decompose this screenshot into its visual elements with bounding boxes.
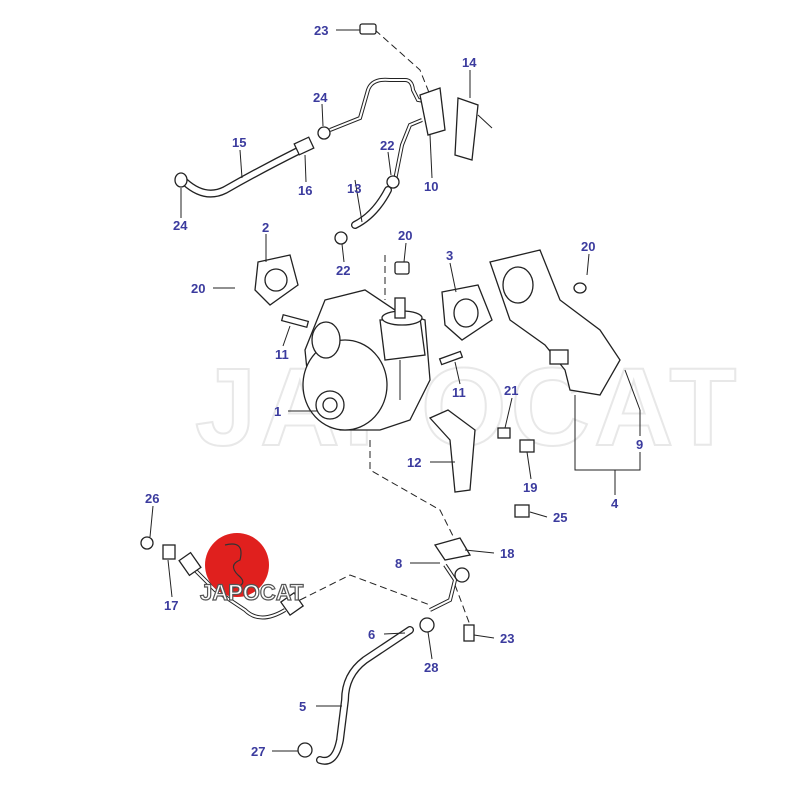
callout-10: 10 — [424, 179, 438, 194]
callout-20: 20 — [398, 228, 412, 243]
callout-19: 19 — [523, 480, 537, 495]
callout-9: 9 — [636, 437, 643, 452]
callout-28: 28 — [424, 660, 438, 675]
callout-17: 17 — [164, 598, 178, 613]
callout-4: 4 — [611, 496, 619, 511]
callout-23: 23 — [314, 23, 328, 38]
japocat-logo: JAPOCAT — [199, 533, 305, 606]
callout-12: 12 — [407, 455, 421, 470]
part-oil-return-pipe — [297, 537, 475, 765]
callout-2: 2 — [262, 220, 269, 235]
callout-20: 20 — [581, 239, 595, 254]
callout-23: 23 — [500, 631, 514, 646]
part-bracket — [428, 409, 535, 518]
callout-20: 20 — [191, 281, 205, 296]
logo-text: JAPOCAT — [200, 580, 304, 605]
part-gasket-2 — [254, 254, 299, 306]
callout-labels: 23 14 24 15 22 16 13 10 24 2 20 3 20 22 … — [145, 23, 643, 759]
callout-6: 6 — [368, 627, 375, 642]
callout-25: 25 — [553, 510, 567, 525]
part-oil-feed-lower — [140, 536, 305, 620]
callout-11: 11 — [275, 347, 289, 362]
callout-22: 22 — [380, 138, 394, 153]
callout-24: 24 — [313, 90, 328, 105]
callout-8: 8 — [395, 556, 402, 571]
callout-15: 15 — [232, 135, 246, 150]
callout-14: 14 — [462, 55, 477, 70]
callout-13: 13 — [347, 181, 361, 196]
callout-5: 5 — [299, 699, 306, 714]
callout-27: 27 — [251, 744, 265, 759]
part-hose-13 — [334, 175, 400, 245]
callout-11: 11 — [452, 385, 466, 400]
callout-22: 22 — [336, 263, 350, 278]
part-oil-tubes-upper — [329, 23, 493, 181]
part-gasket-3 — [441, 284, 493, 341]
leader-lines — [149, 29, 641, 752]
callout-21: 21 — [504, 383, 518, 398]
callout-1: 1 — [274, 404, 281, 419]
assembly-lines — [299, 29, 471, 626]
callout-18: 18 — [500, 546, 514, 561]
logo-red-circle — [205, 533, 269, 597]
callout-16: 16 — [298, 183, 312, 198]
callout-3: 3 — [446, 248, 453, 263]
part-exhaust-elbow — [489, 249, 641, 411]
part-turbocharger — [280, 261, 464, 431]
callout-24: 24 — [173, 218, 188, 233]
callout-26: 26 — [145, 491, 159, 506]
part-oil-feed-pipe — [174, 126, 331, 198]
